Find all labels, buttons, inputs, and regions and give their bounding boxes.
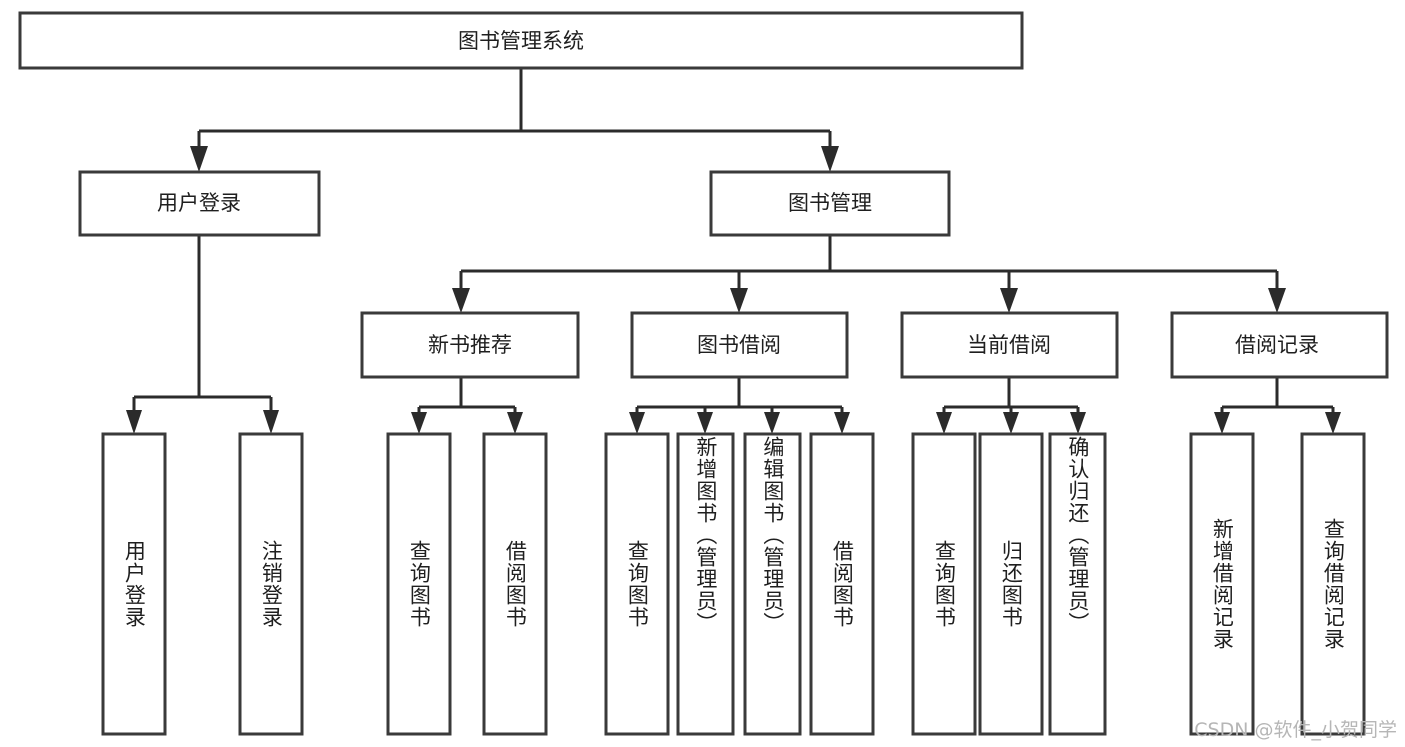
node-new-book-recommend[interactable]: 新书推荐 bbox=[360, 311, 580, 379]
connectors-root-to-level2 bbox=[190, 68, 839, 172]
arrow-head-leaf-cb-return bbox=[1003, 412, 1019, 434]
arrow-head-leaf-cb-query bbox=[936, 412, 952, 434]
node-user-login-box[interactable] bbox=[78, 170, 321, 237]
node-current-borrow-box[interactable] bbox=[900, 311, 1119, 379]
arrow-head-current-borrow bbox=[1000, 288, 1018, 313]
arrow-head-book-mgmt bbox=[821, 146, 839, 172]
leaf-box-user-login[interactable] bbox=[101, 432, 167, 736]
leaf-box-logout[interactable] bbox=[238, 432, 304, 736]
node-user-login[interactable]: 用户登录 bbox=[78, 170, 321, 237]
node-root-book-management-system[interactable]: 图书管理系统 bbox=[18, 11, 1024, 70]
arrow-head-new-book bbox=[452, 288, 470, 313]
connectors-borrow-record-to-leaves bbox=[1214, 377, 1341, 434]
node-book-management-label: 图书管理 bbox=[788, 191, 872, 215]
arrow-head-borrow-record bbox=[1268, 288, 1286, 313]
connectors-user-login-to-leaves bbox=[126, 235, 279, 434]
leaf-box-cb-query-book[interactable] bbox=[911, 432, 977, 736]
leaf-box-bb-borrow-book[interactable] bbox=[809, 432, 875, 736]
node-user-login-label: 用户登录 bbox=[157, 191, 241, 215]
leaf-box-br-add-record[interactable] bbox=[1189, 432, 1255, 736]
connectors-current-borrow-to-leaves bbox=[936, 377, 1086, 434]
node-borrow-record-label: 借阅记录 bbox=[1235, 333, 1319, 357]
arrow-head-leaf-br-add bbox=[1214, 412, 1230, 434]
leaf-box-cb-return-book[interactable] bbox=[978, 432, 1044, 736]
node-new-book-recommend-box[interactable] bbox=[360, 311, 580, 379]
arrow-head-leaf-bb-query bbox=[629, 412, 645, 434]
node-book-borrow[interactable]: 图书借阅 bbox=[630, 311, 849, 379]
node-current-borrow[interactable]: 当前借阅 bbox=[900, 311, 1119, 379]
arrow-head-user-login bbox=[190, 146, 208, 172]
node-book-management[interactable]: 图书管理 bbox=[709, 170, 951, 237]
leaf-box-bb-edit-book[interactable] bbox=[743, 432, 802, 736]
leaf-box-br-query-record[interactable] bbox=[1300, 432, 1366, 736]
arrow-head-leaf-cb-confirm bbox=[1070, 412, 1086, 434]
leaf-box-bb-add-book[interactable] bbox=[676, 432, 735, 736]
arrow-head-leaf-nb-borrow bbox=[507, 412, 523, 434]
arrow-head-book-borrow bbox=[730, 288, 748, 313]
arrow-head-leaf-bb-add bbox=[697, 412, 713, 434]
arrow-head-leaf-br-query bbox=[1325, 412, 1341, 434]
arrow-head-leaf-logout bbox=[263, 410, 279, 434]
leaf-box-cb-confirm-return[interactable] bbox=[1048, 432, 1107, 736]
node-root-label: 图书管理系统 bbox=[458, 29, 584, 53]
leaf-boxes bbox=[101, 432, 1366, 736]
node-current-borrow-label: 当前借阅 bbox=[967, 333, 1051, 357]
arrow-head-leaf-bb-edit bbox=[764, 412, 780, 434]
arrow-head-leaf-bb-borrow bbox=[834, 412, 850, 434]
node-borrow-record-box[interactable] bbox=[1170, 311, 1389, 379]
leaf-box-nb-query-book[interactable] bbox=[386, 432, 452, 736]
connectors-book-borrow-to-leaves bbox=[629, 377, 850, 434]
leaf-box-nb-borrow-book[interactable] bbox=[482, 432, 548, 736]
node-book-borrow-label: 图书借阅 bbox=[697, 333, 781, 357]
node-book-borrow-box[interactable] bbox=[630, 311, 849, 379]
arrow-head-leaf-user-login bbox=[126, 410, 142, 434]
node-new-book-recommend-label: 新书推荐 bbox=[428, 333, 512, 357]
leaf-box-bb-query-book[interactable] bbox=[604, 432, 670, 736]
node-book-management-box[interactable] bbox=[709, 170, 951, 237]
node-root-box[interactable] bbox=[18, 11, 1024, 70]
node-borrow-record[interactable]: 借阅记录 bbox=[1170, 311, 1389, 379]
connectors-book-mgmt-to-level3 bbox=[452, 235, 1286, 313]
connectors-new-book-to-leaves bbox=[411, 377, 523, 434]
arrow-head-leaf-nb-query bbox=[411, 412, 427, 434]
